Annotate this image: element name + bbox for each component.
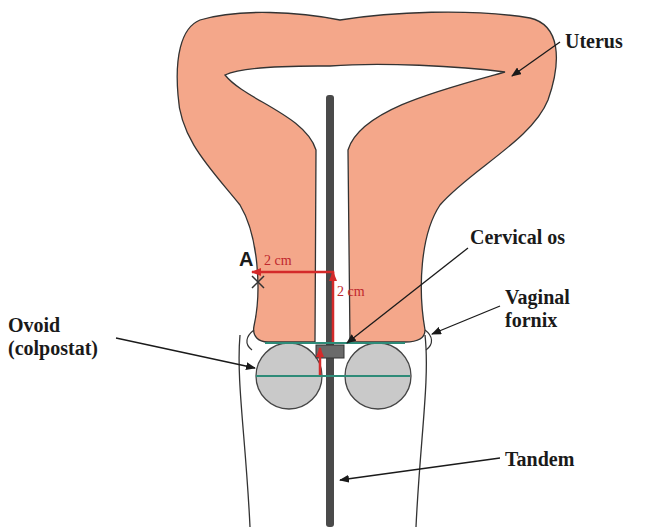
part-label: Uterus	[565, 30, 623, 53]
leader-line	[432, 306, 500, 334]
vaginal-fornix	[247, 330, 254, 350]
leader-line	[512, 42, 560, 76]
part-label: Vaginal fornix	[505, 286, 605, 332]
dimension-label: 2 cm	[337, 284, 365, 300]
dimension-arrow	[319, 348, 322, 375]
reference-line	[265, 342, 405, 344]
uterus	[177, 12, 556, 342]
vaginal-wall	[239, 335, 250, 527]
leader-line	[340, 458, 500, 480]
dimension-arrow	[252, 272, 333, 342]
part-label: Ovoid (colpostat)	[8, 314, 126, 360]
point-label: A	[239, 248, 253, 271]
leader-line	[116, 338, 255, 368]
reference-line	[256, 375, 410, 377]
point-mark	[252, 276, 264, 288]
dimension-arrow	[332, 272, 335, 280]
vaginal-wall	[416, 335, 426, 527]
part-label: Tandem	[505, 448, 574, 471]
dimension-label: 2 cm	[264, 253, 292, 269]
vaginal-fornix	[425, 330, 432, 350]
part-label: Cervical os	[470, 226, 565, 249]
leader-line	[347, 248, 468, 343]
